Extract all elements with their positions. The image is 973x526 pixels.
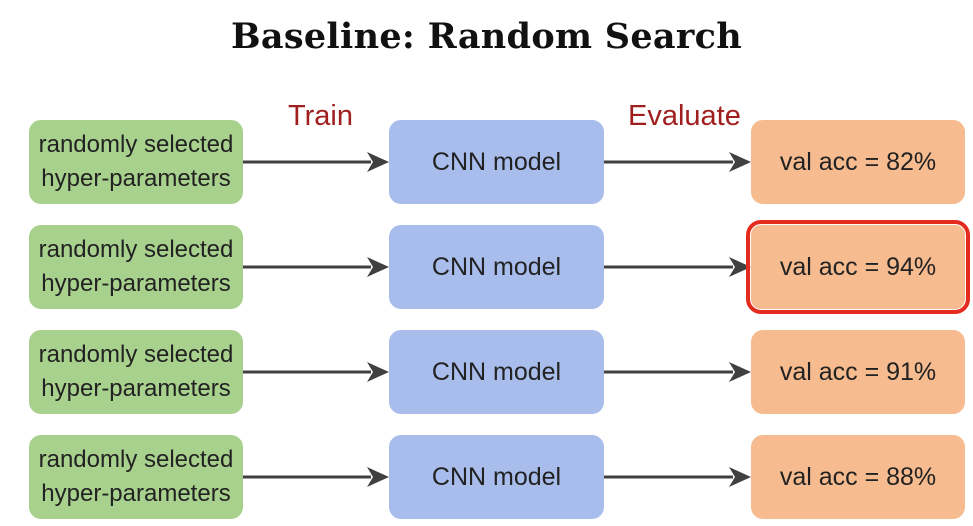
val-acc-box: val acc = 88% xyxy=(751,435,965,519)
params-line-1: randomly selected xyxy=(38,341,234,368)
evaluate-label: Evaluate xyxy=(628,100,741,132)
params-line-2: hyper-parameters xyxy=(41,375,231,402)
params-line-2: hyper-parameters xyxy=(41,270,231,297)
val-acc-box: val acc = 91% xyxy=(751,330,965,414)
train-arrow xyxy=(243,467,389,487)
cnn-model-box: CNN model xyxy=(389,225,604,309)
params-line-2: hyper-parameters xyxy=(41,165,231,192)
params-line-2: hyper-parameters xyxy=(41,480,231,507)
evaluate-arrow xyxy=(604,467,751,487)
params-line-1: randomly selected xyxy=(38,446,234,473)
train-label: Train xyxy=(288,100,353,132)
cnn-model-box: CNN model xyxy=(389,435,604,519)
train-arrow xyxy=(243,257,389,277)
cnn-model-box: CNN model xyxy=(389,120,604,204)
params-line-1: randomly selected xyxy=(38,236,234,263)
cnn-model-box: CNN model xyxy=(389,330,604,414)
evaluate-arrow xyxy=(604,257,751,277)
train-arrow xyxy=(243,152,389,172)
evaluate-arrow xyxy=(604,362,751,382)
train-arrow xyxy=(243,362,389,382)
pipeline-row-2: randomly selected hyper-parameters CNN m… xyxy=(0,220,973,314)
hyperparameters-box: randomly selected hyper-parameters xyxy=(29,120,243,204)
diagram-title: Baseline: Random Search xyxy=(230,16,743,57)
hyperparameters-box: randomly selected hyper-parameters xyxy=(29,225,243,309)
val-acc-box: val acc = 82% xyxy=(751,120,965,204)
evaluate-arrow xyxy=(604,152,751,172)
params-line-1: randomly selected xyxy=(38,131,234,158)
hyperparameters-box: randomly selected hyper-parameters xyxy=(29,435,243,519)
pipeline-row-3: randomly selected hyper-parameters CNN m… xyxy=(0,330,973,414)
hyperparameters-box: randomly selected hyper-parameters xyxy=(29,330,243,414)
pipeline-row-4: randomly selected hyper-parameters CNN m… xyxy=(0,435,973,519)
pipeline-row-1: randomly selected hyper-parameters CNN m… xyxy=(0,120,973,204)
val-acc-box-best: val acc = 94% xyxy=(746,220,970,314)
